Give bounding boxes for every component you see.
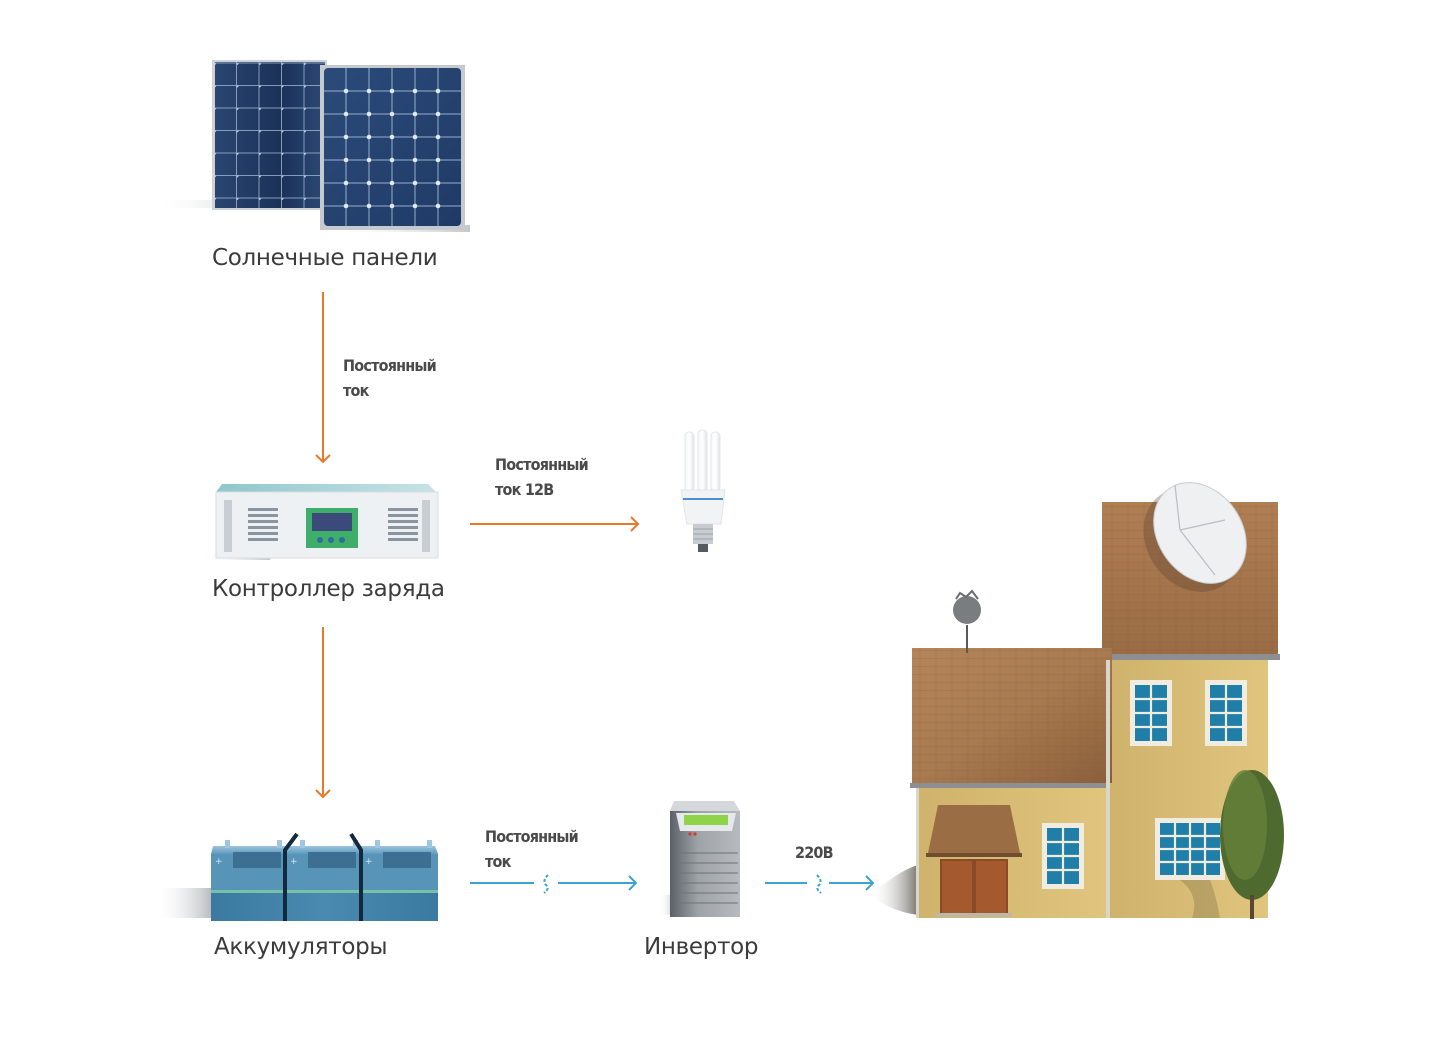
edge-label-inverter-to-house: 220В — [795, 843, 834, 862]
solar-panels-label: Солнечные панели — [212, 245, 438, 271]
arrow-panels-to-controller — [315, 292, 331, 464]
edge-label-batteries-to-inverter: Постоянный ток — [485, 827, 579, 871]
arrow-batteries-to-inverter — [470, 874, 638, 894]
edge-label-panels-to-controller: Постоянный ток — [343, 356, 437, 400]
charge-controller-label: Контроллер заряда — [212, 576, 445, 602]
arrow-inverter-to-house — [765, 874, 875, 894]
lamp-icon — [680, 429, 726, 552]
solar-panels-icon — [155, 60, 470, 232]
arrow-controller-to-batteries — [315, 627, 331, 799]
inverter-icon — [660, 801, 740, 917]
inverter-label: Инвертор — [644, 934, 759, 960]
window — [1042, 823, 1084, 889]
arrow-controller-to-lamp — [470, 516, 640, 532]
window — [1205, 680, 1247, 746]
edge-label-controller-to-lamp: Постоянный ток 12В — [495, 455, 589, 499]
batteries-label: Аккумуляторы — [214, 934, 388, 960]
house-icon — [870, 482, 1284, 919]
window — [1130, 680, 1172, 746]
window — [1155, 818, 1225, 880]
charge-controller-icon — [200, 484, 439, 560]
svg-text:+: + — [290, 857, 298, 867]
svg-text:+: + — [215, 857, 223, 867]
svg-text:+: + — [365, 857, 373, 867]
batteries-icon: + + + — [155, 832, 438, 921]
